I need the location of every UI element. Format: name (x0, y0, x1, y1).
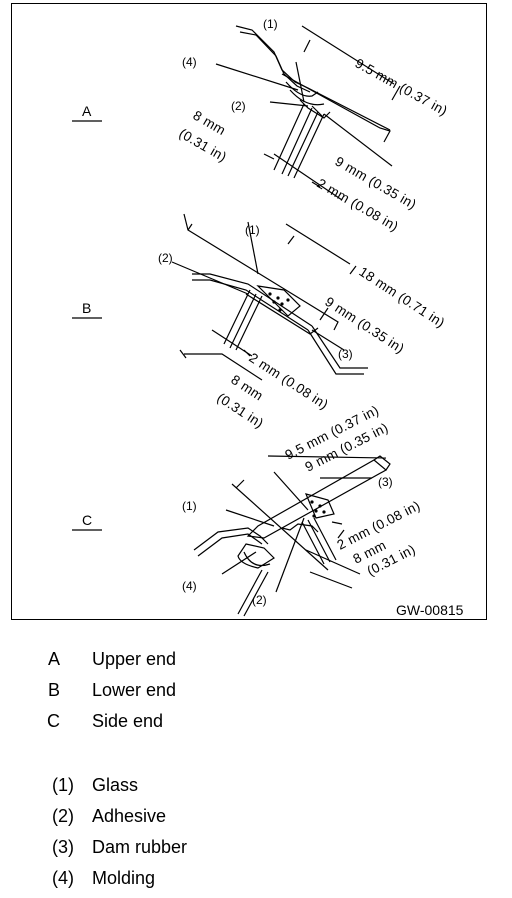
callout-b-2: (2) (158, 251, 173, 265)
callout-a-2: (2) (231, 99, 246, 113)
section-a-drawing (215, 25, 401, 201)
legend-key: (3) (52, 837, 74, 857)
legend-key: C (47, 711, 60, 731)
legend-key: (1) (52, 775, 74, 795)
figure-code: GW-00815 (396, 602, 464, 618)
figure-panel: A B C (1) (4) (2) (1) (2) (3) (1) (3) (4… (11, 3, 487, 620)
legend-label: Glass (92, 775, 139, 795)
installation-diagram: A B C (1) (4) (2) (1) (2) (3) (1) (3) (4… (72, 17, 464, 618)
callout-c-3: (3) (378, 475, 393, 489)
view-label-a: A (82, 103, 92, 119)
legend-label: Dam rubber (92, 837, 188, 857)
section-b-drawing (171, 213, 368, 381)
dim-b-9mm: 9 mm (0.35 in) (322, 294, 407, 356)
callout-b-1: (1) (245, 223, 260, 237)
legend-label: Lower end (92, 680, 177, 700)
view-label-b: B (82, 300, 91, 316)
legend-key: A (47, 649, 60, 669)
section-c-drawing (193, 455, 391, 617)
callout-a-4: (4) (182, 55, 197, 69)
callout-c-2: (2) (252, 593, 267, 607)
dim-b-2mm: 2 mm (0.08 in) (246, 350, 331, 412)
adhesive-dots (268, 292, 326, 518)
legend-label: Side end (92, 711, 164, 731)
view-label-c: C (82, 512, 92, 528)
callout-c-4: (4) (182, 579, 197, 593)
callout-a-1: (1) (263, 17, 278, 31)
legend-key: (2) (52, 806, 74, 826)
callout-c-1: (1) (182, 499, 197, 513)
callout-b-3: (3) (338, 347, 353, 361)
legend-key: (4) (52, 868, 74, 888)
legend-label: Adhesive (92, 806, 167, 826)
legend-label: Molding (92, 868, 156, 888)
dim-a-9-5mm: 9.5 mm (0.37 in) (353, 56, 450, 119)
legend-key: B (47, 680, 60, 700)
legend-label: Upper end (92, 649, 177, 669)
